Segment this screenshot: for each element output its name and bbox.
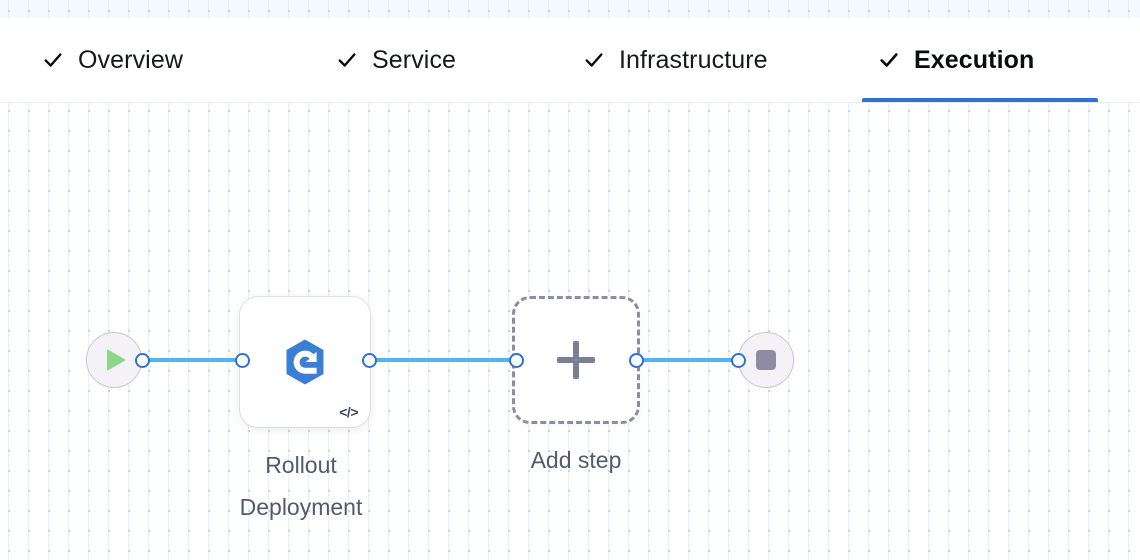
check-icon <box>336 49 358 71</box>
add-step-label: Add step <box>530 447 622 473</box>
check-icon <box>42 49 64 71</box>
rollout-node-output-port[interactable] <box>362 353 377 368</box>
tab-active-underline <box>862 98 1098 102</box>
step-node-label: Rollout Deployment <box>239 452 363 520</box>
canvas-top-edge <box>0 0 1140 18</box>
start-node[interactable] <box>86 332 142 388</box>
tab-label: Execution <box>914 45 1035 74</box>
pipeline-graph: </> Rollout Deployment Add step <box>0 102 1140 560</box>
tab-label: Overview <box>78 45 183 74</box>
add-step-box[interactable] <box>512 296 640 424</box>
step-node-rollout-deployment[interactable]: </> <box>240 297 370 427</box>
add-step-node[interactable] <box>512 296 640 424</box>
plus-icon <box>557 341 595 379</box>
end-node-input-port[interactable] <box>731 353 746 368</box>
tab-label: Service <box>372 45 457 74</box>
play-icon <box>107 349 126 371</box>
end-node[interactable] <box>738 332 794 388</box>
pipeline-tab-bar: Overview Service Infrastructur <box>0 18 1140 102</box>
check-icon <box>878 49 900 71</box>
tab-execution[interactable]: Execution <box>860 18 1100 102</box>
rollout-node-input-port[interactable] <box>235 353 250 368</box>
tab-infrastructure[interactable]: Infrastructure <box>565 18 786 102</box>
stop-icon <box>756 350 776 370</box>
end-node-circle[interactable] <box>738 332 794 388</box>
check-icon <box>583 49 605 71</box>
add-step-output-port[interactable] <box>629 353 644 368</box>
rollout-deployment-glyph <box>286 339 324 385</box>
start-node-circle[interactable] <box>86 332 142 388</box>
tab-service[interactable]: Service <box>318 18 474 102</box>
tab-label: Infrastructure <box>619 45 768 74</box>
step-card[interactable]: </> <box>240 297 370 427</box>
tab-list: Overview Service Infrastructur <box>0 18 1140 102</box>
add-step-input-port[interactable] <box>509 353 524 368</box>
code-badge-icon: </> <box>339 404 358 420</box>
pipeline-edges <box>146 358 735 362</box>
tab-overview[interactable]: Overview <box>24 18 201 102</box>
rollout-deployment-icon <box>240 297 370 427</box>
start-node-output-port[interactable] <box>135 353 150 368</box>
